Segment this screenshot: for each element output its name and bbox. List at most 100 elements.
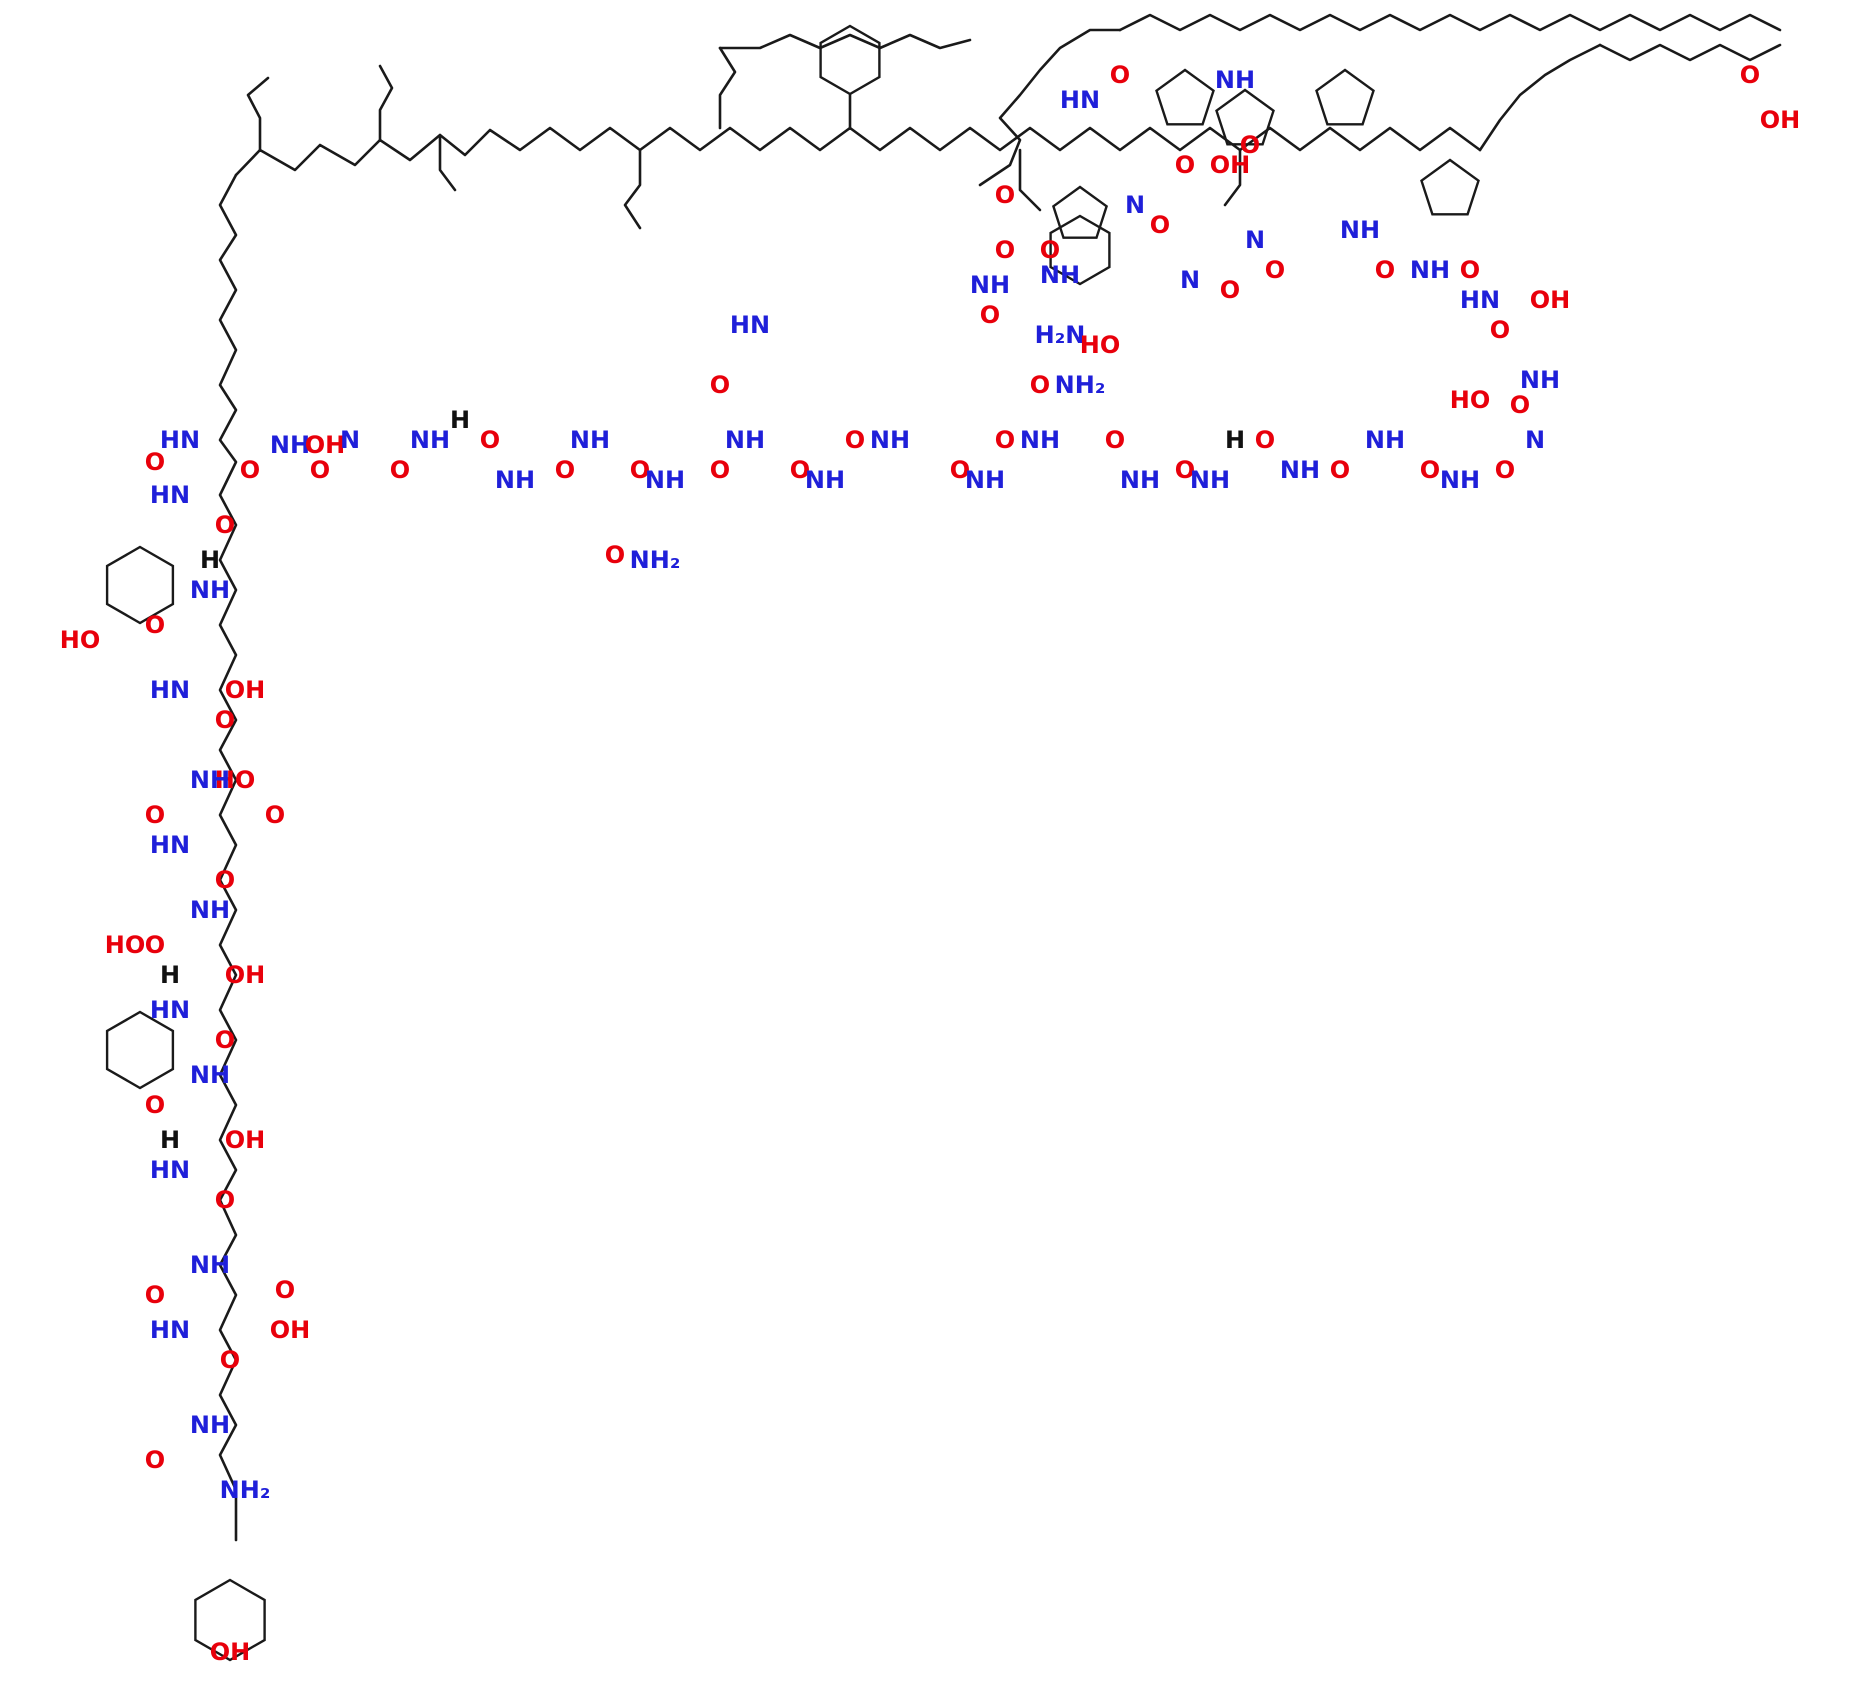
atom-label: HN xyxy=(150,676,190,704)
ring-shape xyxy=(1420,158,1480,216)
atom-label: OH xyxy=(305,431,346,459)
ring-shape xyxy=(1155,68,1215,126)
ring-shape xyxy=(1051,185,1109,239)
atom-label: O xyxy=(215,511,235,539)
atom-label: NH xyxy=(1040,261,1080,289)
atom-label: NH xyxy=(190,1411,230,1439)
atom-label: O xyxy=(710,371,730,399)
atom-label: HN xyxy=(150,481,190,509)
atom-label: O xyxy=(1330,456,1350,484)
ring-shape xyxy=(1215,88,1275,146)
atom-label: O xyxy=(630,456,650,484)
atom-label: OH xyxy=(225,676,266,704)
atom-label: NH xyxy=(190,1061,230,1089)
atom-label: O xyxy=(145,1446,165,1474)
atom-label: HN xyxy=(160,426,200,454)
bond-line xyxy=(218,173,238,1542)
atom-label: HN xyxy=(150,831,190,859)
atom-label: O xyxy=(215,1026,235,1054)
ring-shape xyxy=(194,1578,266,1662)
bond-line xyxy=(1478,43,1602,152)
bond-line xyxy=(1598,43,1782,62)
atom-label: HN xyxy=(150,996,190,1024)
atom-label: NH xyxy=(190,896,230,924)
bond-line xyxy=(1118,13,1782,32)
atom-label: OH xyxy=(225,1126,266,1154)
atom-label: HO xyxy=(60,626,101,654)
atom-label: NH xyxy=(970,271,1010,299)
atom-label: H xyxy=(160,1126,180,1154)
atom-label: O xyxy=(1110,61,1130,89)
bond-line xyxy=(438,133,457,192)
atom-label: O xyxy=(845,426,865,454)
atom-label: NH xyxy=(965,466,1005,494)
atom-label: NH xyxy=(1410,256,1450,284)
bond-line xyxy=(718,33,972,50)
atom-label: O xyxy=(995,236,1015,264)
atom-label: N xyxy=(1180,266,1200,294)
atom-label: NH xyxy=(870,426,910,454)
aromatic-rings xyxy=(105,24,1480,1662)
atom-label: NH xyxy=(1520,366,1560,394)
atom-label: NH xyxy=(190,576,230,604)
atom-label: NH xyxy=(1020,426,1060,454)
atom-label: O xyxy=(215,866,235,894)
atom-label: O xyxy=(1175,456,1195,484)
atom-label: NH xyxy=(725,426,765,454)
atom-label: O xyxy=(1420,456,1440,484)
atom-label: O xyxy=(950,456,970,484)
atom-label: O xyxy=(1040,236,1060,264)
atom-label: H xyxy=(450,406,470,434)
atom-label: O xyxy=(1220,276,1240,304)
atom-label: NH xyxy=(495,466,535,494)
atom-label: OH xyxy=(270,1316,311,1344)
atom-label: H xyxy=(1225,426,1245,454)
atom-label: HN xyxy=(730,311,770,339)
atom-label: NH xyxy=(1340,216,1380,244)
atom-label: NH xyxy=(1365,426,1405,454)
bond-line xyxy=(246,76,270,152)
bond-line xyxy=(378,64,394,142)
bond-skeleton xyxy=(218,13,1782,1542)
atom-label: NH xyxy=(805,466,845,494)
bond-line xyxy=(1018,148,1042,212)
atom-label: NH₂ xyxy=(220,1476,271,1504)
atom-label: O xyxy=(1175,151,1195,179)
atom-label: HO xyxy=(215,766,256,794)
atom-label: OH xyxy=(1210,151,1251,179)
atom-label: HO xyxy=(1450,386,1491,414)
atom-label: O xyxy=(1495,456,1515,484)
atom-label: NH xyxy=(570,426,610,454)
atom-label: O xyxy=(145,448,165,476)
atom-label: NH xyxy=(1215,66,1255,94)
atom-label: O xyxy=(1105,426,1125,454)
atom-label: O xyxy=(145,801,165,829)
atom-label: O xyxy=(1490,316,1510,344)
atom-label: O xyxy=(1740,61,1760,89)
atom-label: O xyxy=(220,1346,240,1374)
atom-label: N xyxy=(1125,191,1145,219)
atom-label: NH₂ xyxy=(630,546,681,574)
atom-label: OH xyxy=(225,961,266,989)
ring-shape xyxy=(1315,68,1375,126)
atom-label: O xyxy=(240,456,260,484)
atom-label: OH xyxy=(1530,286,1571,314)
atom-label: O xyxy=(1255,426,1275,454)
atom-label: O xyxy=(1510,391,1530,419)
ring-shape xyxy=(105,545,175,625)
atom-label: O xyxy=(145,611,165,639)
ring-shape xyxy=(1049,214,1111,286)
atom-label: O xyxy=(1150,211,1170,239)
atom-label: OH xyxy=(1760,106,1801,134)
bond-line xyxy=(623,148,642,230)
atom-label: NH xyxy=(1190,466,1230,494)
atom-label: O xyxy=(1030,371,1050,399)
atom-label: HO xyxy=(105,931,146,959)
atom-label: N xyxy=(1525,426,1545,454)
atom-label: N xyxy=(340,426,360,454)
atom-label: O xyxy=(1265,256,1285,284)
atom-label: NH xyxy=(1440,466,1480,494)
bond-line xyxy=(1223,148,1242,207)
atom-label: HO xyxy=(1080,331,1121,359)
